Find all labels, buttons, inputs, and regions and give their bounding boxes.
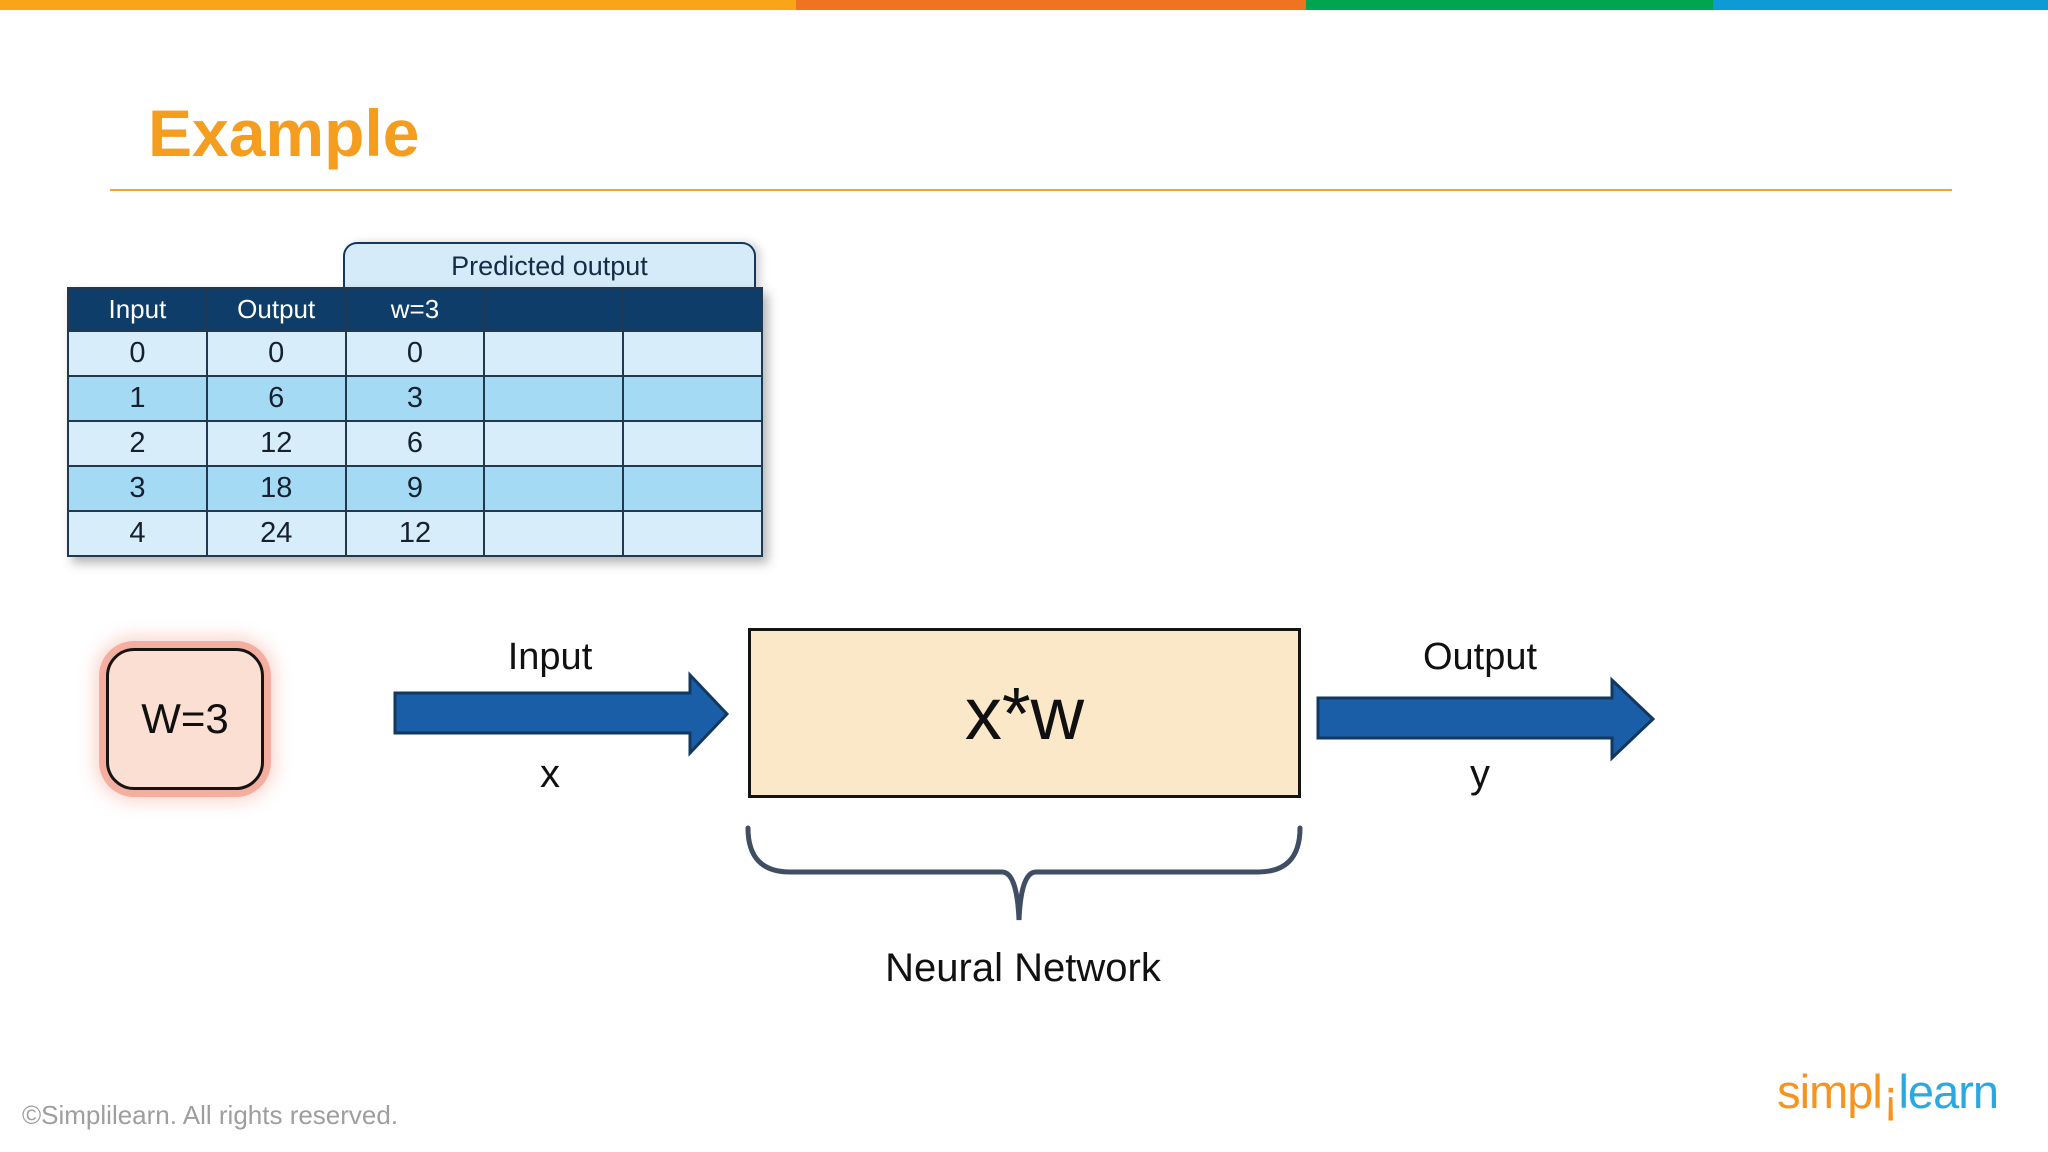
table-cell: 12 — [205, 420, 347, 467]
table-cell: 6 — [344, 420, 486, 467]
table-cell — [622, 330, 763, 377]
table-row: 1 6 3 — [67, 375, 763, 422]
column-header-input: Input — [67, 287, 208, 332]
copyright-text: ©Simplilearn. All rights reserved. — [22, 1100, 399, 1130]
table-row: 2 12 6 — [67, 420, 763, 467]
table-row: 4 24 12 — [67, 510, 763, 557]
table-cell: 3 — [67, 465, 208, 512]
top-color-bar — [0, 0, 2048, 10]
topbar-segment-green — [1306, 0, 1713, 10]
table-cell: 2 — [67, 420, 208, 467]
input-variable-label: x — [540, 752, 560, 796]
output-variable-label: y — [1470, 752, 1490, 796]
predicted-output-tab: Predicted output — [343, 242, 756, 289]
table-cell: 4 — [67, 510, 208, 557]
topbar-segment-orange — [796, 0, 1306, 10]
topbar-segment-blue — [1713, 0, 2048, 10]
neural-network-label: Neural Network — [885, 946, 1161, 990]
table-cell: 6 — [205, 375, 347, 422]
table-cell — [483, 375, 625, 422]
table-cell — [622, 510, 763, 557]
table-cell: 12 — [344, 510, 486, 557]
input-arrow-icon — [393, 671, 730, 757]
brace-icon — [745, 825, 1303, 921]
table-cell — [483, 330, 625, 377]
column-header-w3: w=3 — [344, 287, 486, 332]
table-cell — [622, 465, 763, 512]
column-header-empty-2 — [622, 287, 763, 332]
topbar-segment-amber — [0, 0, 796, 10]
title-divider — [110, 189, 1952, 191]
table-cell — [483, 420, 625, 467]
table-cell: 24 — [205, 510, 347, 557]
table-cell — [483, 465, 625, 512]
neural-network-box: x*w — [748, 628, 1301, 798]
table-cell — [483, 510, 625, 557]
logo-part-learn: learn — [1898, 1065, 1999, 1118]
table-cell — [622, 375, 763, 422]
table-cell: 0 — [344, 330, 486, 377]
input-label: Input — [507, 636, 593, 678]
table-cell: 9 — [344, 465, 486, 512]
table-cell: 0 — [67, 330, 208, 377]
output-label: Output — [1422, 636, 1538, 678]
values-table: Input Output w=3 0 0 0 1 6 — [67, 287, 763, 557]
table-cell: 18 — [205, 465, 347, 512]
table-header-row: Input Output w=3 — [67, 287, 763, 332]
table-row: 3 18 9 — [67, 465, 763, 512]
logo-separator-mark: ¡ — [1882, 1069, 1899, 1123]
output-arrow-icon — [1316, 676, 1656, 762]
table-row: 0 0 0 — [67, 330, 763, 377]
weight-box: W=3 — [106, 648, 264, 790]
table-cell: 1 — [67, 375, 208, 422]
column-header-output: Output — [205, 287, 347, 332]
logo-part-simpl: simpl — [1777, 1065, 1883, 1118]
page-title: Example — [148, 96, 420, 170]
column-header-empty-1 — [483, 287, 625, 332]
simplilearn-logo: simpl¡learn — [1777, 1064, 1999, 1123]
table-cell: 3 — [344, 375, 486, 422]
table-cell — [622, 420, 763, 467]
table-cell: 0 — [205, 330, 347, 377]
